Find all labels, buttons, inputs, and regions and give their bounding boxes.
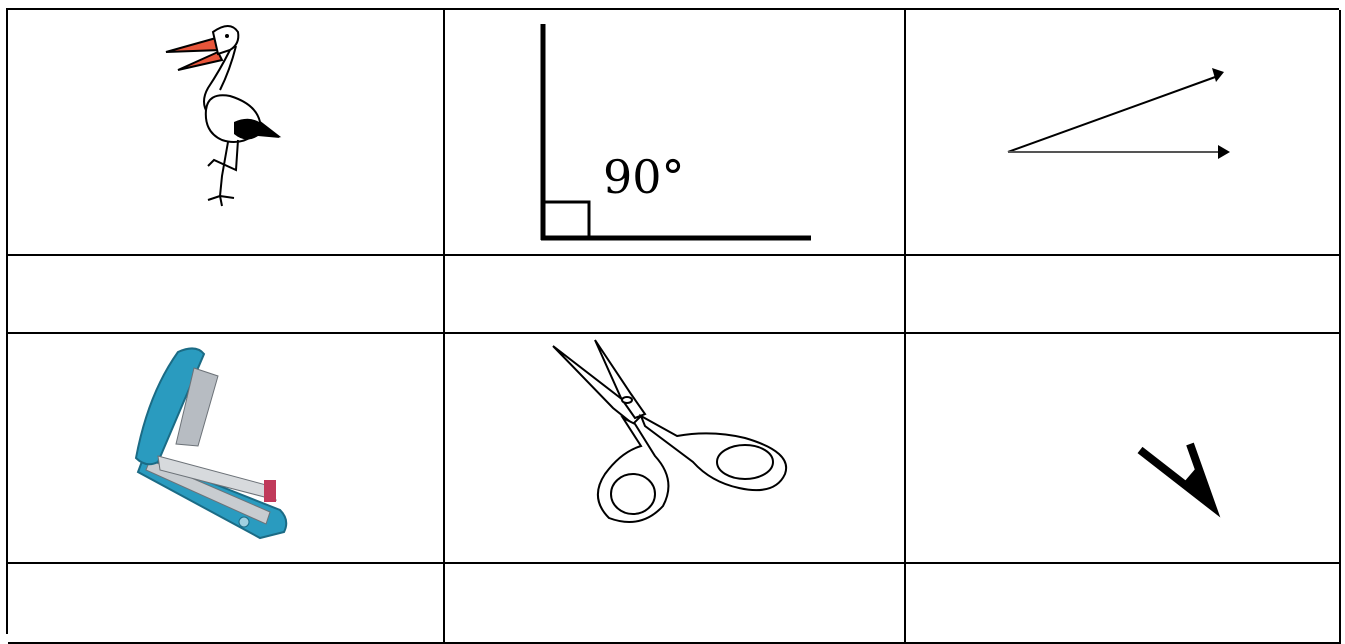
cell-caption-angle-mark <box>906 564 1341 644</box>
right-angle-diagram <box>540 24 811 241</box>
cell-caption-stork <box>8 256 445 334</box>
worksheet-table: 90° <box>6 8 1341 644</box>
cell-stork <box>8 10 445 256</box>
cell-acute-angle-arrows <box>906 10 1341 256</box>
angle-label: 90° <box>603 150 685 204</box>
cell-caption-right-angle <box>445 256 906 334</box>
acute-angle-mark <box>1137 442 1221 518</box>
acute-angle-arrows <box>1007 68 1230 159</box>
cell-acute-angle-mark <box>906 334 1341 564</box>
cell-caption-stapler <box>8 564 445 644</box>
cell-scissors <box>445 334 906 564</box>
cell-caption-arrows <box>906 256 1341 334</box>
cell-caption-scissors <box>445 564 906 644</box>
cell-stapler <box>8 334 445 564</box>
stork-image <box>165 25 282 207</box>
stapler-image <box>134 347 288 540</box>
cell-right-angle: 90° <box>445 10 906 256</box>
scissors-image <box>552 339 788 523</box>
